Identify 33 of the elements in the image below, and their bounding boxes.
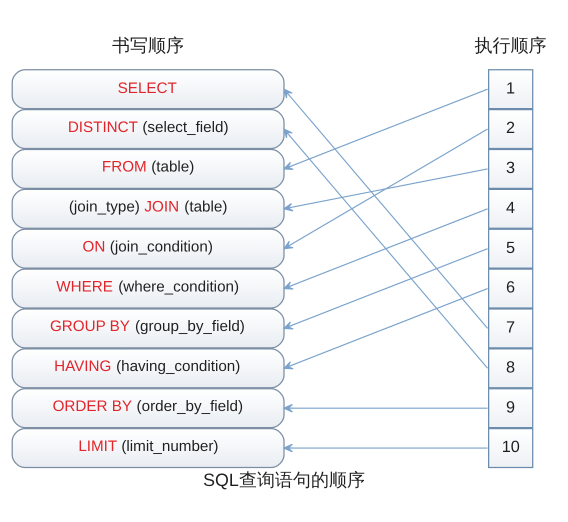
arrow [283, 88, 488, 329]
node-box: 1 [488, 69, 534, 110]
node-box: HAVING (having_condition) [12, 348, 285, 388]
node-box: SELECT [12, 69, 285, 110]
arrow [283, 168, 488, 212]
arrow [283, 128, 488, 250]
arrow [283, 444, 488, 452]
arrow [283, 248, 488, 330]
node-box: 10 [488, 428, 534, 468]
arrow [283, 404, 488, 413]
label: 书写顺序 [112, 35, 184, 56]
node-box: 6 [488, 268, 534, 309]
node-box: 2 [488, 109, 534, 150]
node-box: WHERE (where_condition) [12, 268, 285, 309]
node-box: DISTINCT (select_field) [12, 109, 285, 150]
node-box: ORDER BY (order_by_field) [12, 388, 285, 428]
arrow [283, 128, 488, 369]
label: 执行顺序 [474, 35, 547, 56]
node-box: 3 [488, 148, 534, 189]
node-box: LIMIT (limit_number) [12, 428, 285, 468]
arrow [283, 288, 488, 370]
node-box: 8 [488, 348, 534, 388]
node-box: (join_type) JOIN (table) [12, 188, 285, 229]
arrow [283, 208, 488, 290]
node-box: 5 [488, 228, 534, 269]
node-box: GROUP BY (group_by_field) [12, 308, 285, 348]
caption: SQL查询语句的顺序 [203, 470, 365, 490]
node-box: ON (join_condition) [12, 228, 285, 269]
arrow [283, 88, 488, 170]
node-box: 4 [488, 188, 534, 229]
node-box: FROM (table) [12, 148, 285, 189]
node-box: 9 [488, 388, 534, 428]
node-box: 7 [488, 308, 534, 348]
